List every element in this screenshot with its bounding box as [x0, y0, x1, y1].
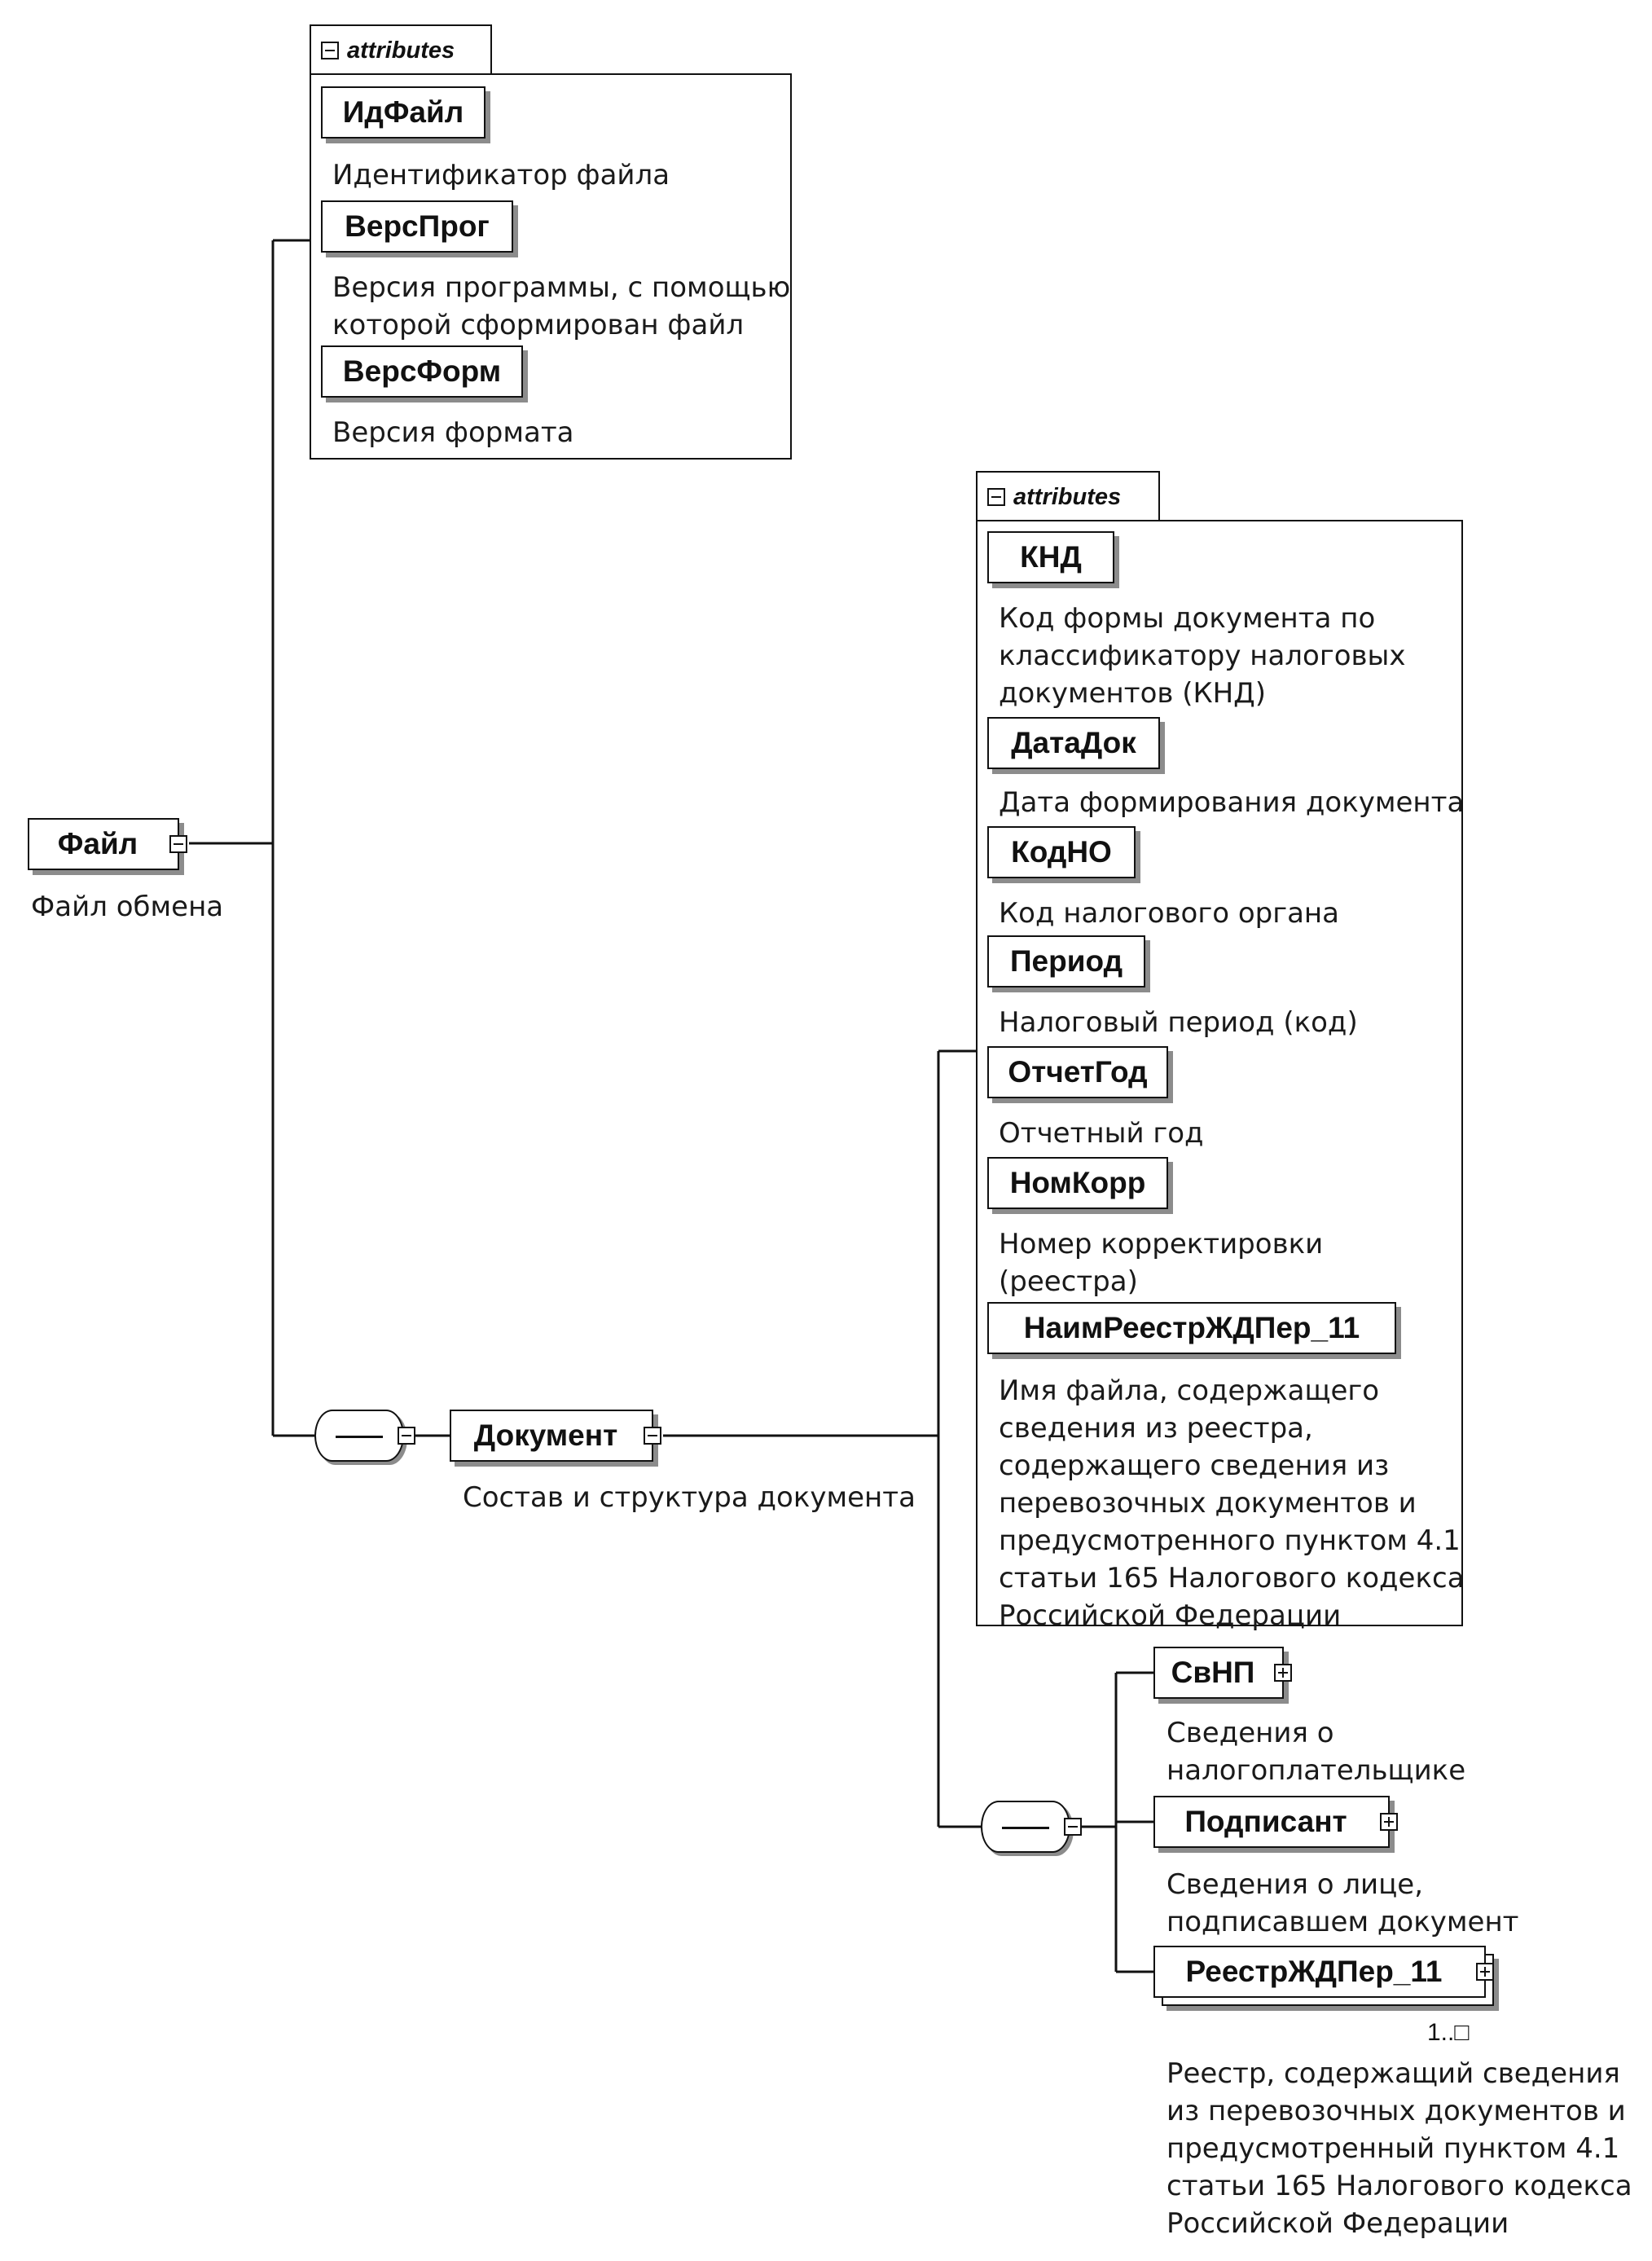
attribute-description: Версия формата	[332, 416, 574, 449]
attribute-name: НаимРеестрЖДПер_11	[1023, 1311, 1360, 1344]
expand-icon[interactable]	[1274, 1664, 1292, 1682]
element-file[interactable]: Файл	[28, 818, 187, 870]
attribute-knd[interactable]: КНД	[987, 531, 1114, 583]
expand-icon[interactable]	[1476, 1963, 1494, 1981]
attribute-description: Отчетный год	[999, 1117, 1204, 1150]
attribute-otchetgod[interactable]: ОтчетГод	[987, 1046, 1168, 1098]
attribute-versprog[interactable]: ВерсПрог	[321, 200, 513, 253]
sequence-icon[interactable]	[314, 1410, 404, 1462]
document-attributes-tab[interactable]: attributes	[976, 471, 1160, 521]
element-svnp[interactable]: СвНП	[1153, 1647, 1292, 1699]
element-description: Состав и структура документа	[463, 1481, 916, 1514]
collapse-icon[interactable]	[987, 488, 1005, 506]
attribute-description: Код налогового органа	[999, 897, 1339, 930]
attribute-name: ИдФайл	[342, 95, 464, 129]
attribute-description: Версия программы, с помощью которой сфор…	[332, 271, 791, 341]
attribute-name: Период	[1009, 944, 1123, 978]
element-name: Документ	[473, 1419, 618, 1452]
element-name: РеестрЖДПер_11	[1185, 1955, 1443, 1988]
attribute-description: Имя файла, содержащего сведения из реест…	[999, 1375, 1465, 1632]
collapse-icon[interactable]	[398, 1427, 415, 1445]
attribute-description: Налоговый период (код)	[999, 1006, 1358, 1039]
attribute-naimreestr[interactable]: НаимРеестрЖДПер_11	[987, 1302, 1396, 1354]
attribute-kodno[interactable]: КодНО	[987, 826, 1136, 878]
element-reestr[interactable]: РеестрЖДПер_11	[1153, 1946, 1494, 1998]
element-description: Сведения о лице, подписавшем документ	[1167, 1868, 1519, 1938]
attribute-name: ДатаДок	[1011, 726, 1136, 759]
attribute-name: КодНО	[1011, 835, 1112, 869]
attribute-idfile[interactable]: ИдФайл	[321, 86, 485, 139]
attribute-name: ВерсПрог	[345, 209, 490, 243]
element-name: Подписант	[1184, 1805, 1347, 1838]
attribute-versform[interactable]: ВерсФорм	[321, 345, 523, 398]
attribute-description: Код формы документа по классификатору на…	[999, 602, 1406, 710]
element-description: Файл обмена	[31, 891, 224, 923]
attributes-tab-label: attributes	[1013, 483, 1122, 510]
collapse-icon[interactable]	[321, 42, 339, 59]
attribute-description: Дата формирования документа	[999, 786, 1465, 819]
attribute-name: КНД	[1020, 540, 1082, 574]
element-podpisant[interactable]: Подписант	[1153, 1796, 1398, 1848]
element-name: СвНП	[1171, 1656, 1255, 1689]
attribute-nomkorr[interactable]: НомКорр	[987, 1157, 1168, 1209]
element-description: Сведения о налогоплательщике	[1167, 1717, 1466, 1787]
collapse-icon[interactable]	[1064, 1818, 1082, 1836]
sequence-line	[1002, 1827, 1049, 1829]
attribute-description: Идентификатор файла	[332, 159, 670, 191]
element-document[interactable]: Документ	[450, 1410, 661, 1462]
collapse-icon[interactable]	[644, 1427, 661, 1445]
attribute-description: Номер корректировки (реестра)	[999, 1228, 1324, 1298]
attribute-period[interactable]: Период	[987, 935, 1145, 988]
element-name: Файл	[57, 827, 138, 860]
attribute-datadok[interactable]: ДатаДок	[987, 717, 1160, 769]
attribute-name: НомКорр	[1009, 1166, 1146, 1199]
sequence-icon[interactable]	[981, 1801, 1070, 1853]
sequence-line	[336, 1436, 383, 1438]
expand-icon[interactable]	[1380, 1813, 1398, 1831]
attribute-name: ВерсФорм	[342, 354, 502, 388]
collapse-icon[interactable]	[169, 835, 187, 853]
root-attributes-tab[interactable]: attributes	[310, 24, 492, 75]
element-description: Реестр, содержащий сведения из перевозоч…	[1167, 2057, 1632, 2240]
attributes-tab-label: attributes	[347, 37, 455, 64]
attribute-name: ОтчетГод	[1008, 1055, 1148, 1089]
cardinality-label: 1..□	[1427, 2019, 1470, 2046]
